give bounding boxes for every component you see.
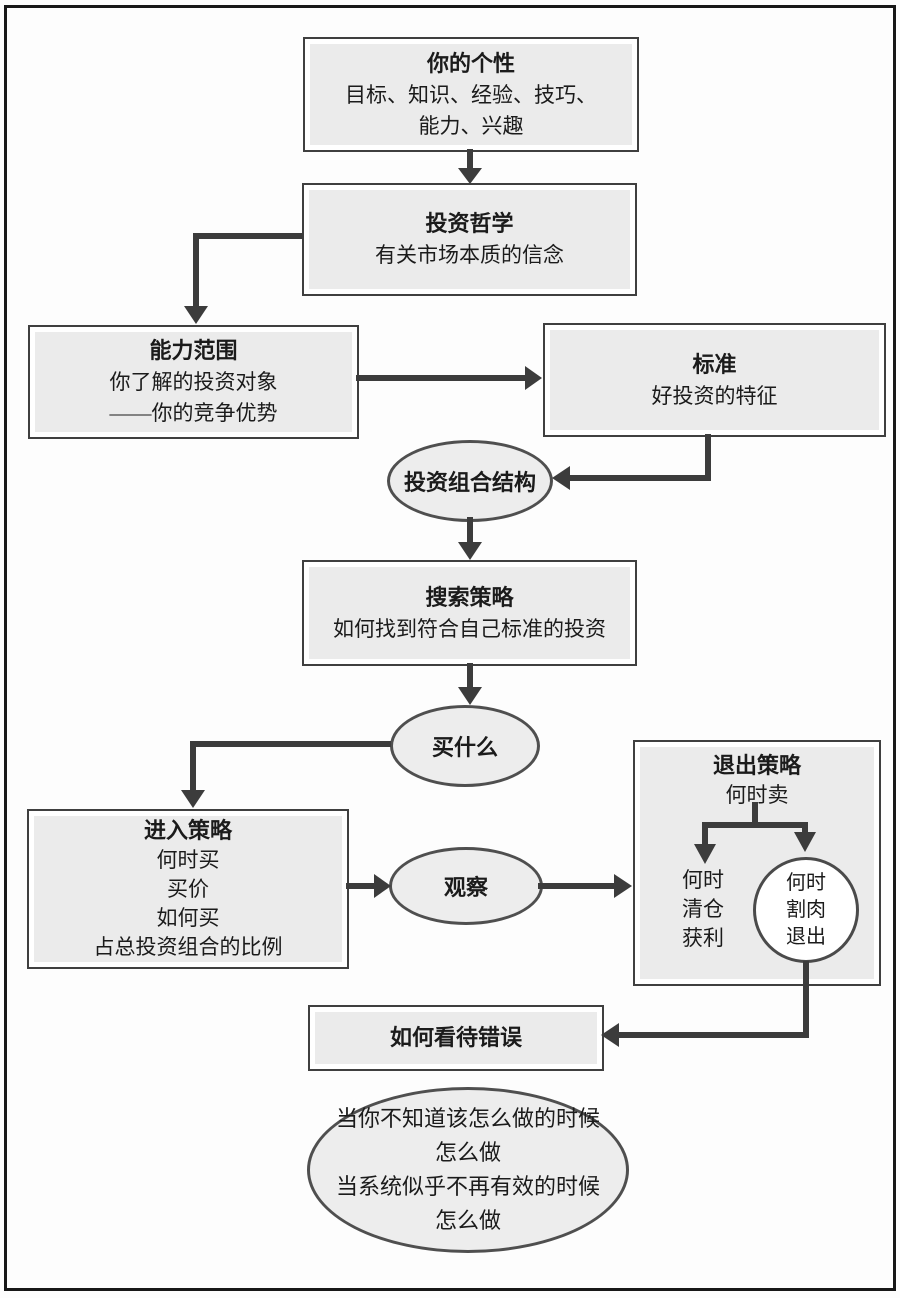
node-entry-strategy-title: 进入策略	[143, 818, 232, 843]
exit-stop-loss-line: 割肉	[786, 898, 826, 921]
node-personality-panel: 你的个性 目标、知识、经验、技巧、 能力、兴趣	[310, 44, 632, 145]
node-fallback-line: 当你不知道该怎么做的时候	[335, 1106, 600, 1131]
node-criteria-panel: 标准 好投资的特征	[550, 330, 879, 430]
node-portfolio-structure: 投资组合结构	[387, 440, 553, 522]
node-personality-title: 你的个性	[426, 50, 515, 76]
exit-take-profit-line: 何时	[682, 868, 724, 892]
node-search-strategy-title: 搜索策略	[425, 584, 514, 610]
node-exit-take-profit: 何时 清仓 获利	[660, 866, 746, 953]
node-what-to-buy: 买什么	[390, 705, 540, 787]
node-search-strategy-panel: 搜索策略 如何找到符合自己标准的投资	[309, 567, 630, 659]
node-competence-title: 能力范围	[149, 338, 238, 363]
node-competence-line: ——你的竞争优势	[109, 401, 278, 425]
node-competence-panel: 能力范围 你了解的投资对象 ——你的竞争优势	[35, 332, 352, 432]
exit-stop-loss-line: 退出	[786, 925, 826, 948]
node-handle-mistakes: 如何看待错误	[308, 1005, 604, 1071]
node-philosophy-line: 有关市场本质的信念	[375, 243, 564, 267]
node-exit-stop-loss: 何时 割肉 退出	[753, 857, 859, 963]
node-exit-strategy: 退出策略 何时卖 何时 清仓 获利 何时 割肉 退出	[633, 740, 881, 986]
exit-stop-loss-line: 何时	[786, 871, 826, 894]
node-fallback-line: 怎么做	[434, 1208, 501, 1233]
exit-take-profit-line: 清仓	[682, 897, 724, 921]
exit-take-profit-line: 获利	[682, 926, 724, 950]
node-fallback-line: 当系统似乎不再有效的时候	[335, 1174, 600, 1199]
node-entry-strategy-line: 买价	[167, 877, 209, 901]
node-observe-label: 观察	[443, 875, 488, 900]
node-philosophy-panel: 投资哲学 有关市场本质的信念	[309, 190, 630, 289]
node-competence: 能力范围 你了解的投资对象 ——你的竞争优势	[28, 325, 359, 439]
node-observe: 观察	[389, 847, 543, 925]
node-entry-strategy-line: 占总投资组合的比例	[93, 935, 283, 959]
node-personality-line: 能力、兴趣	[418, 113, 524, 138]
node-fallback: 当你不知道该怎么做的时候 怎么做 当系统似乎不再有效的时候 怎么做	[307, 1087, 629, 1253]
node-entry-strategy-line: 如何买	[156, 906, 220, 930]
node-criteria-line: 好投资的特征	[651, 383, 778, 408]
node-exit-strategy-subtitle: 何时卖	[725, 783, 789, 807]
node-philosophy: 投资哲学 有关市场本质的信念	[302, 183, 637, 296]
node-search-strategy-line: 如何找到符合自己标准的投资	[333, 616, 606, 641]
node-personality: 你的个性 目标、知识、经验、技巧、 能力、兴趣	[303, 37, 639, 152]
node-criteria-title: 标准	[692, 351, 737, 377]
node-personality-line: 目标、知识、经验、技巧、	[345, 82, 597, 107]
page-border	[4, 5, 896, 1291]
node-portfolio-structure-label: 投资组合结构	[403, 470, 536, 495]
node-entry-strategy-panel: 进入策略 何时买 买价 如何买 占总投资组合的比例	[34, 816, 342, 962]
node-entry-strategy-line: 何时买	[156, 848, 220, 872]
node-fallback-line: 怎么做	[434, 1140, 501, 1165]
node-what-to-buy-label: 买什么	[431, 735, 498, 760]
node-handle-mistakes-title: 如何看待错误	[389, 1025, 522, 1050]
node-philosophy-title: 投资哲学	[425, 211, 514, 236]
node-exit-strategy-title: 退出策略	[712, 753, 801, 778]
node-entry-strategy: 进入策略 何时买 买价 如何买 占总投资组合的比例	[27, 809, 349, 969]
node-competence-line: 你了解的投资对象	[109, 370, 278, 394]
node-search-strategy: 搜索策略 如何找到符合自己标准的投资	[302, 560, 637, 666]
node-criteria: 标准 好投资的特征	[543, 323, 886, 437]
node-handle-mistakes-panel: 如何看待错误	[315, 1012, 597, 1064]
